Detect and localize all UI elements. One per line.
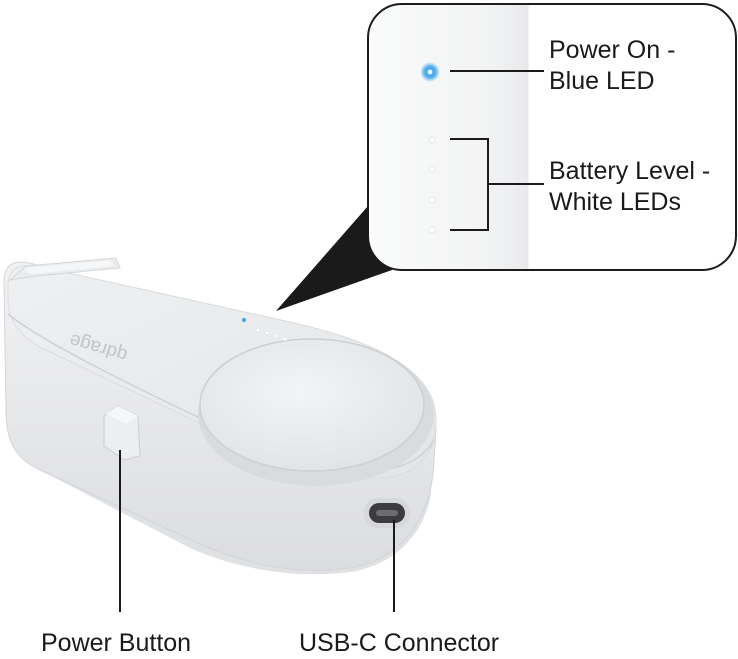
wireless-charging-pad — [198, 338, 434, 486]
label-power-button: Power Button — [41, 629, 192, 657]
device-blue-led — [242, 318, 246, 322]
label-usbc-connector: USB-C Connector — [299, 629, 500, 657]
zoom-white-led — [428, 196, 436, 204]
label-power-on-line1: Power On - — [549, 36, 676, 64]
zoom-blue-led — [426, 68, 434, 76]
zoom-white-led — [428, 136, 436, 144]
label-battery-line2: White LEDs — [549, 188, 681, 216]
label-battery-level: Battery Level - White LEDs — [549, 156, 710, 218]
charger-device: qdrage — [3, 257, 437, 575]
device-white-led — [282, 336, 288, 342]
zoom-white-led — [428, 165, 436, 173]
zoom-callout — [367, 3, 737, 271]
label-power-on: Power On - Blue LED — [549, 35, 675, 97]
usbc-port — [364, 498, 410, 528]
zoom-pointer — [276, 206, 392, 311]
device-white-led — [264, 330, 270, 336]
device-white-led — [255, 327, 261, 333]
device-white-led — [273, 333, 279, 339]
label-battery-line1: Battery Level - — [549, 157, 711, 185]
zoom-white-led — [428, 226, 436, 234]
label-power-on-line2: Blue LED — [549, 67, 655, 95]
device-clip-strap — [24, 260, 114, 274]
